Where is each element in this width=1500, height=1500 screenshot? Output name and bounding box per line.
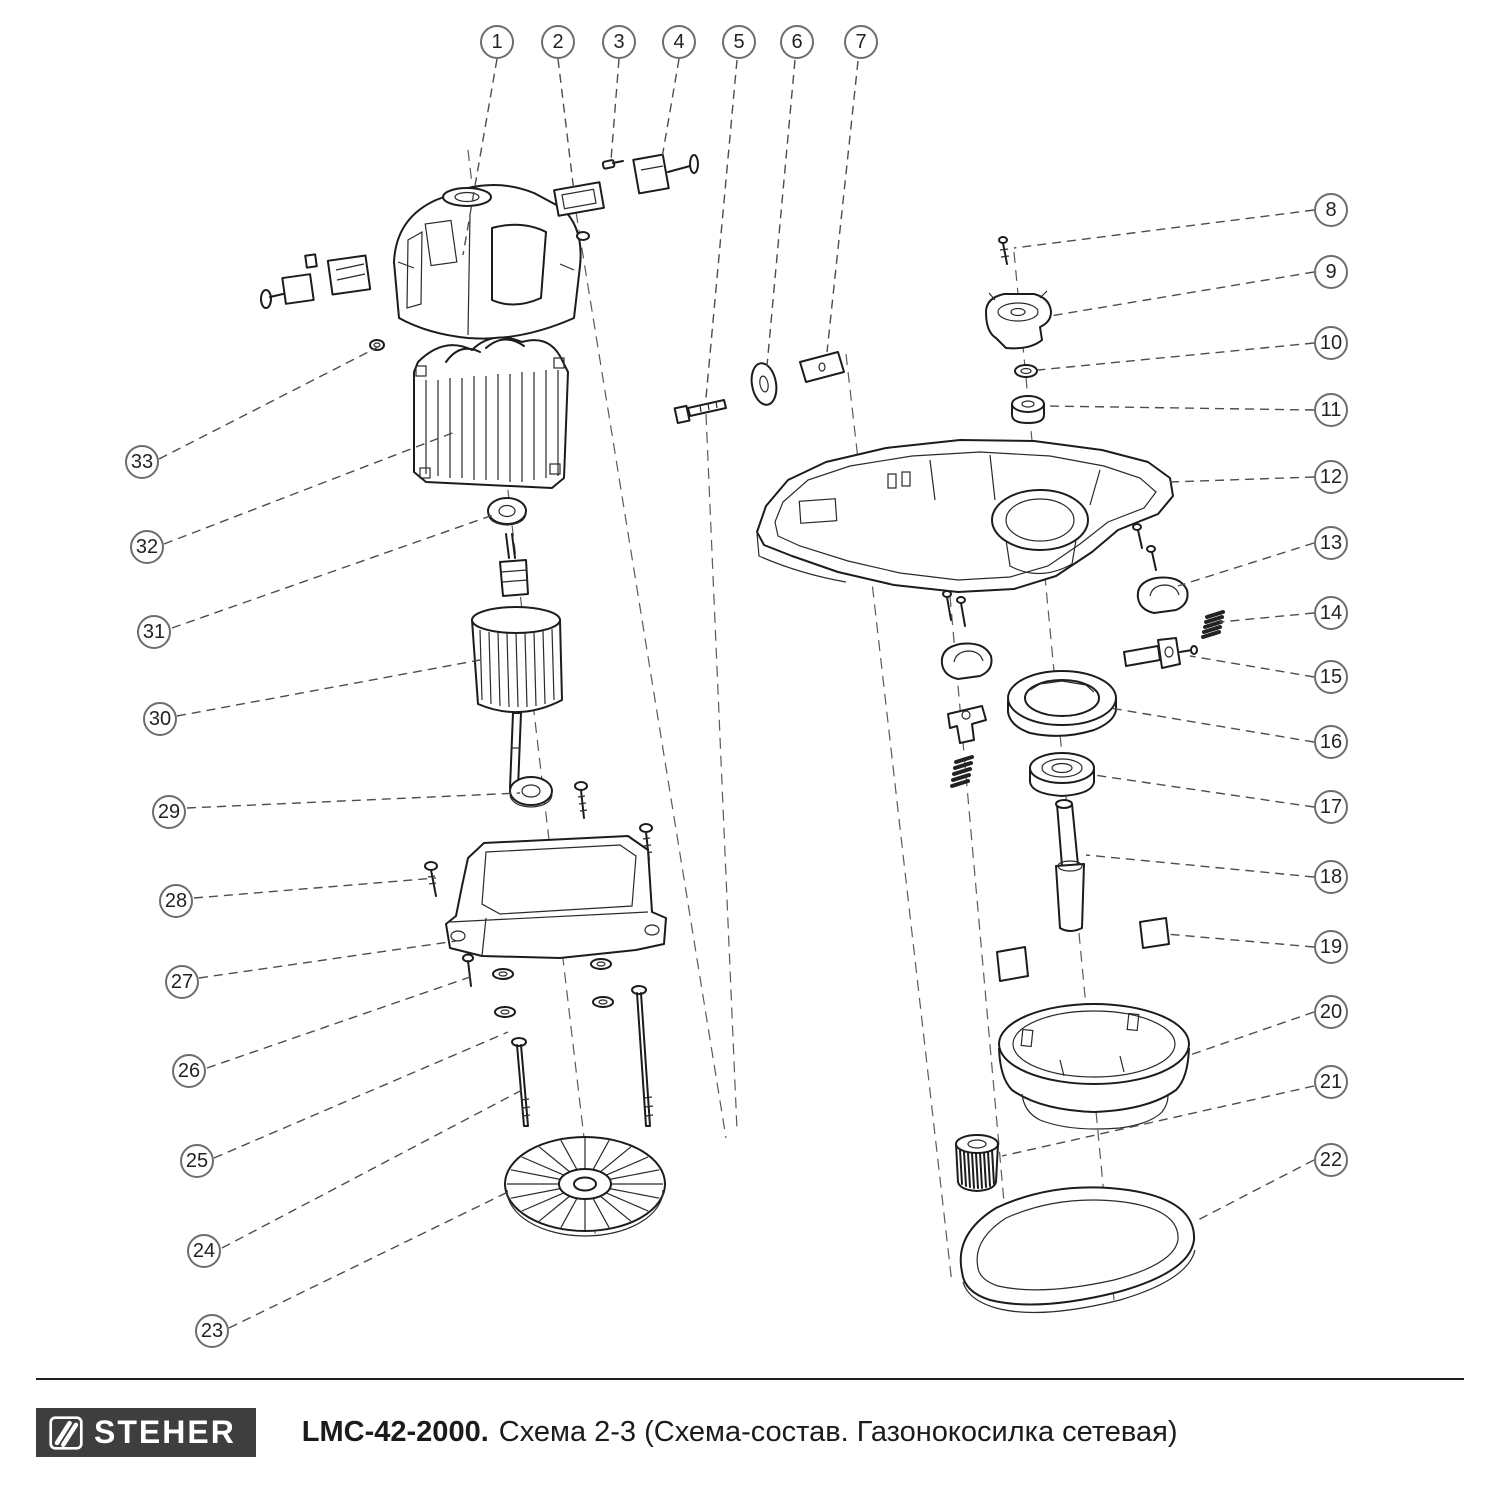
part-washer-6 [750, 362, 778, 406]
part-stator [413, 336, 569, 489]
part-plate-7 [799, 351, 845, 383]
part-plate-19a [1139, 917, 1170, 949]
part-fan [504, 1136, 666, 1237]
part-spring-left [950, 755, 974, 788]
part-switch [553, 181, 605, 241]
callout-3: 3 [602, 25, 636, 59]
part-nut-33 [369, 339, 385, 351]
callout-25: 25 [180, 1144, 214, 1178]
callout-27: 27 [165, 965, 199, 999]
part-knob [985, 290, 1052, 350]
callout-23: 23 [195, 1314, 229, 1348]
leader-lines [158, 58, 1315, 1329]
exploded-view-drawing [158, 58, 1315, 1329]
part-bearing-lower [509, 776, 553, 808]
callout-5: 5 [722, 25, 756, 59]
part-washer-10 [1014, 364, 1038, 378]
part-ring-16 [1007, 670, 1117, 737]
part-clamp-13 [1136, 576, 1189, 614]
callout-18: 18 [1314, 860, 1348, 894]
callout-33: 33 [125, 445, 159, 479]
callout-2: 2 [541, 25, 575, 59]
steher-logo-icon [49, 1415, 83, 1450]
callout-1: 1 [480, 25, 514, 59]
callout-31: 31 [137, 615, 171, 649]
footer: STEHER LMC-42-2000. Схема 2-3 (Схема-сост… [0, 1378, 1500, 1500]
part-spool-21 [955, 1134, 999, 1192]
footer-row: STEHER LMC-42-2000. Схема 2-3 (Схема-сост… [0, 1380, 1500, 1457]
part-bolt-long-1 [511, 1037, 531, 1127]
diagram-caption: LMC-42-2000. Схема 2-3 (Схема-состав. Газ… [302, 1416, 1178, 1449]
callout-30: 30 [143, 702, 177, 736]
part-plate-19b [996, 946, 1029, 982]
callout-4: 4 [662, 25, 696, 59]
part-armature [471, 533, 563, 789]
part-clamp-15 [1123, 637, 1198, 669]
callout-26: 26 [172, 1054, 206, 1088]
part-screw-8 [998, 236, 1010, 265]
part-bushing-11 [1011, 395, 1045, 424]
part-bolt-long-2 [631, 985, 654, 1127]
part-motor-cover [393, 184, 582, 340]
callout-13: 13 [1314, 526, 1348, 560]
callout-21: 21 [1314, 1065, 1348, 1099]
callout-10: 10 [1314, 326, 1348, 360]
part-bearing-17 [1029, 752, 1095, 797]
part-screw-3 [601, 159, 624, 170]
part-screw-b [639, 823, 653, 861]
part-bearing-upper [487, 497, 527, 526]
steher-logo: STEHER [36, 1408, 256, 1457]
part-bracket-left [947, 705, 987, 744]
callout-17: 17 [1314, 790, 1348, 824]
callout-9: 9 [1314, 255, 1348, 289]
part-screw-28 [424, 861, 438, 897]
callout-32: 32 [130, 530, 164, 564]
part-brush-assembly [260, 253, 372, 309]
part-lower-housing [445, 835, 667, 959]
model-number: LMC-42-2000. [301, 1416, 489, 1448]
part-bolt-5 [673, 399, 727, 425]
part-spring-14 [1201, 610, 1225, 639]
part-deck [756, 439, 1174, 593]
part-belt-22 [959, 1186, 1196, 1314]
callout-15: 15 [1314, 660, 1348, 694]
callout-20: 20 [1314, 995, 1348, 1029]
steher-logo-text: STEHER [94, 1414, 236, 1450]
callout-22: 22 [1314, 1143, 1348, 1177]
part-washers-left [492, 968, 516, 1018]
part-cup-20 [998, 1003, 1190, 1130]
part-block-4 [632, 153, 699, 195]
callout-7: 7 [844, 25, 878, 59]
part-deck-screws [942, 523, 1157, 627]
callout-24: 24 [187, 1234, 221, 1268]
callout-8: 8 [1314, 193, 1348, 227]
part-screw-26 [462, 953, 474, 987]
callout-29: 29 [152, 795, 186, 829]
callout-16: 16 [1314, 725, 1348, 759]
callout-12: 12 [1314, 460, 1348, 494]
part-screw-a [574, 781, 588, 819]
callout-28: 28 [159, 884, 193, 918]
part-shaft-18 [1055, 799, 1085, 932]
part-washers-right [590, 958, 614, 1008]
callout-11: 11 [1314, 393, 1348, 427]
footer-divider [36, 1378, 1464, 1380]
callout-14: 14 [1314, 596, 1348, 630]
callout-19: 19 [1314, 930, 1348, 964]
part-clamp-left [940, 642, 993, 680]
callout-6: 6 [780, 25, 814, 59]
caption-text: Схема 2-3 (Схема-состав. Газонокосилка с… [498, 1416, 1178, 1448]
